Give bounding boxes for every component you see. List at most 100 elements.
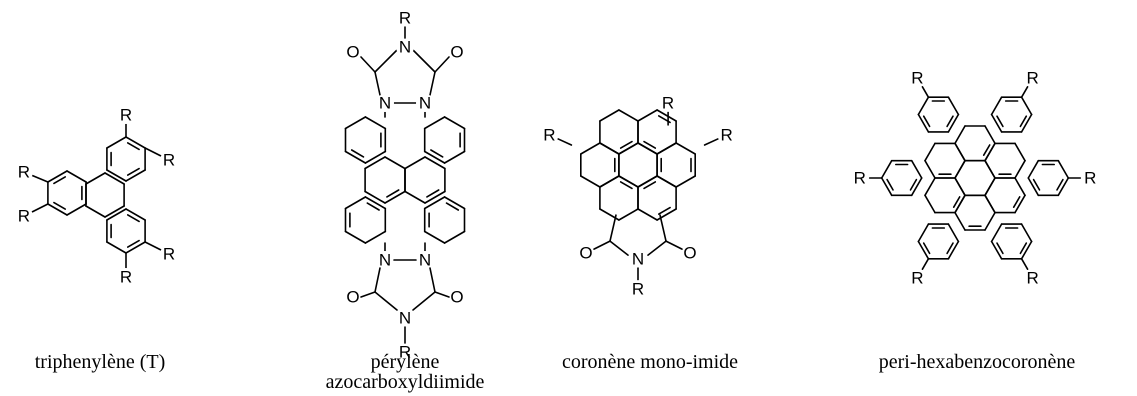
- bond-line: [1027, 159, 1040, 179]
- substituent-r: R: [632, 280, 644, 299]
- bond-line: [360, 291, 376, 298]
- bond-line: [125, 136, 146, 149]
- bond-line: [443, 150, 466, 164]
- substituent-r: R: [1027, 268, 1039, 287]
- bond-line: [924, 142, 936, 162]
- atom-label-mask: [629, 250, 647, 269]
- atom-label-mask: [117, 268, 135, 286]
- atom-label-mask: [160, 245, 179, 263]
- atom-n: N: [379, 94, 391, 113]
- bond-line: [85, 205, 106, 218]
- bond-line: [609, 240, 629, 256]
- bond-line: [954, 211, 966, 231]
- double-bond-line: [426, 189, 440, 198]
- atom-label-mask: [448, 288, 466, 306]
- double-bond-line: [350, 149, 365, 158]
- bond-line: [374, 49, 398, 73]
- bond-line: [917, 223, 930, 243]
- bond-line: [1027, 177, 1040, 197]
- double-bond-line: [1032, 178, 1041, 191]
- bond-line: [656, 109, 677, 122]
- bond-line: [990, 113, 1003, 133]
- atom-label-mask: [629, 280, 647, 299]
- substituent-bond: [144, 147, 162, 157]
- substituent-r: R: [911, 69, 923, 88]
- substituent-bond: [921, 86, 930, 98]
- bond-line: [917, 96, 930, 116]
- bond-line: [125, 241, 146, 254]
- bond-line: [344, 196, 367, 210]
- bond-line: [344, 150, 367, 164]
- bond-line: [1014, 194, 1026, 214]
- double-bond-line: [643, 140, 657, 149]
- bond-line: [344, 116, 367, 130]
- double-bond-line: [1012, 196, 1021, 208]
- atom-label-mask: [659, 93, 678, 112]
- bond-line: [1020, 223, 1033, 243]
- double-bond-line: [366, 202, 380, 211]
- bond-line: [384, 190, 406, 204]
- bond-line: [984, 211, 996, 231]
- double-bond-line: [946, 242, 954, 255]
- substituent-r: R: [543, 126, 555, 145]
- bond-line: [412, 49, 436, 73]
- double-bond-line: [127, 239, 140, 248]
- bond-line: [424, 156, 446, 170]
- substituent-r: R: [120, 106, 132, 125]
- atom-label-mask: [14, 207, 33, 225]
- substituent-r: R: [1027, 69, 1039, 88]
- bond-line: [364, 196, 387, 210]
- bond-line: [443, 116, 466, 130]
- bond-line: [880, 177, 893, 197]
- bond-line: [66, 170, 87, 183]
- bond-line: [1020, 113, 1033, 133]
- bond-line: [1014, 177, 1026, 197]
- bond-line: [656, 142, 677, 155]
- double-bond-line: [430, 149, 444, 158]
- bond-line: [1020, 96, 1033, 116]
- bond-line: [647, 240, 667, 256]
- bond-line: [947, 240, 960, 260]
- atom-label-mask: [396, 309, 414, 327]
- bond-line: [1057, 177, 1070, 197]
- caption-triphenylene: triphenylène (T): [15, 352, 185, 372]
- double-bond-line: [386, 189, 400, 198]
- bond-line: [443, 196, 466, 210]
- bond-line: [429, 71, 436, 96]
- bond-line: [947, 113, 960, 133]
- bond-line: [106, 169, 127, 182]
- substituent-r: R: [18, 163, 30, 182]
- bond-line: [579, 175, 601, 188]
- caption-coronene-line: coronène mono-imide: [561, 351, 739, 373]
- bond-line: [675, 175, 697, 188]
- atom-o: O: [346, 288, 359, 307]
- substituent-r: R: [18, 207, 30, 226]
- atom-label-mask: [14, 163, 33, 181]
- bond-line: [984, 125, 996, 145]
- bond-line: [637, 109, 658, 122]
- bond-line: [990, 96, 1003, 116]
- atom-o: O: [450, 288, 463, 307]
- atom-label-mask: [117, 106, 135, 124]
- bond-line: [104, 205, 125, 218]
- double-bond-line: [1019, 115, 1028, 128]
- bond-line: [434, 291, 450, 298]
- bond-line: [990, 240, 1003, 260]
- substituent-r: R: [720, 126, 732, 145]
- bond-line: [423, 116, 446, 130]
- atom-label-mask: [908, 69, 927, 88]
- bond-line: [924, 177, 936, 197]
- bond-line: [384, 156, 406, 170]
- atom-label-mask: [1023, 69, 1042, 88]
- double-bond-line: [643, 181, 657, 190]
- bond-line: [924, 194, 936, 214]
- double-bond-line: [127, 167, 140, 176]
- bond-line: [429, 267, 436, 293]
- atom-label-mask: [396, 38, 414, 56]
- bond-line: [106, 241, 127, 254]
- bond-line: [364, 150, 387, 164]
- substituent-bond: [31, 203, 49, 213]
- bond-line: [924, 159, 936, 179]
- atom-label-mask: [416, 251, 434, 269]
